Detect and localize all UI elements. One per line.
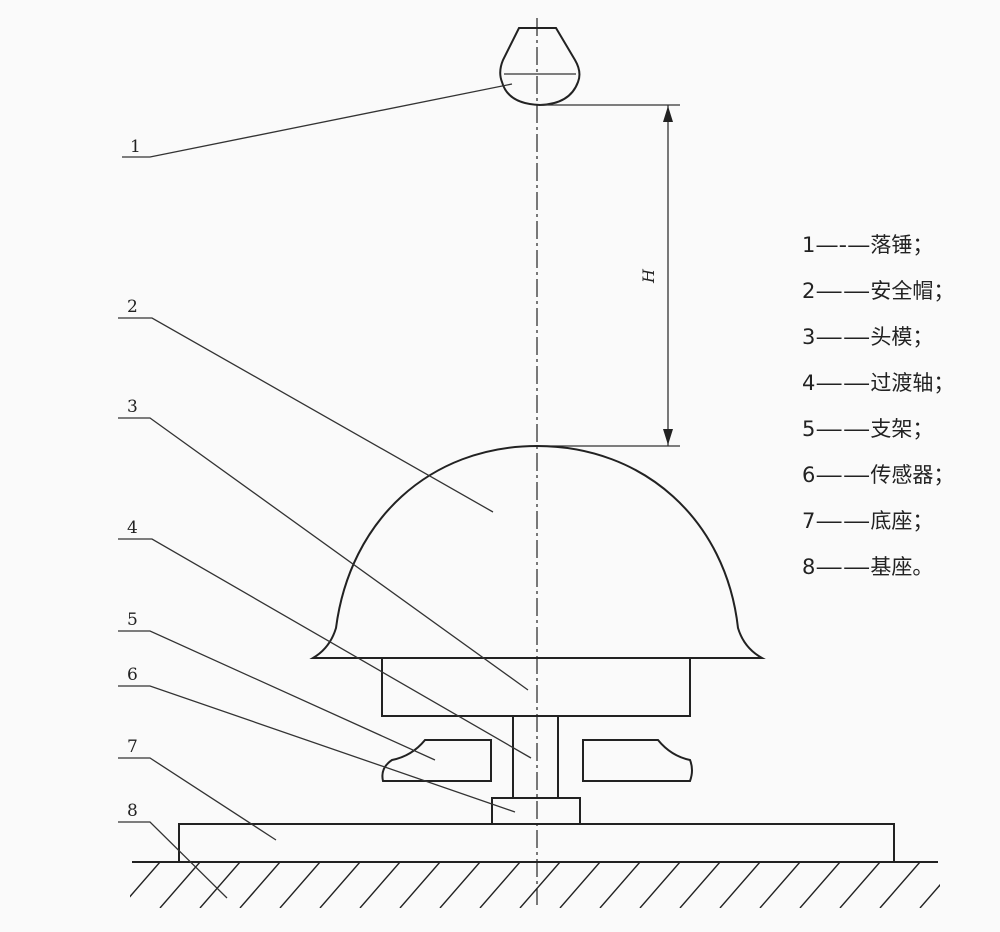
foundation-hatch-line — [359, 862, 401, 908]
legend-item-name: 过渡轴 — [870, 371, 933, 395]
legend: 1—-—落锤；2——安全帽；3——头模；4——过渡轴；5——支架；6——传感器；… — [802, 233, 954, 579]
callout-number-2: 2 — [127, 297, 138, 317]
drop-hammer — [499, 27, 581, 107]
callout-number-5: 5 — [127, 610, 138, 630]
legend-item: 3——头模； — [802, 325, 933, 349]
foundation-hatch-line — [799, 862, 841, 908]
legend-item-name: 头模 — [870, 325, 912, 349]
legend-item-number: 2 — [802, 279, 815, 303]
legend-item-dash: —— — [815, 463, 870, 487]
callout-1-leader — [122, 83, 513, 158]
height-arrow-bottom — [663, 429, 673, 445]
callout-7-leader — [118, 757, 277, 841]
foundation-hatch-line — [759, 862, 801, 908]
callout-number-3: 3 — [127, 397, 138, 417]
legend-item-dash: —— — [815, 509, 870, 533]
callout-leaders — [118, 83, 532, 899]
callout-6-leader — [118, 685, 516, 813]
foundation-hatch-line — [399, 862, 441, 908]
legend-item: 1—-—落锤； — [802, 233, 933, 257]
foundation-hatch-line — [839, 862, 881, 908]
callout-4-leader — [118, 538, 532, 759]
foundation-hatch-line — [479, 862, 521, 908]
legend-item-name: 基座 — [870, 555, 912, 579]
foundation-hatch-line — [159, 862, 201, 908]
legend-item-punct: 。 — [912, 555, 933, 579]
legend-item-name: 底座 — [870, 509, 912, 533]
legend-item-punct: ； — [933, 371, 954, 395]
legend-item-number: 8 — [802, 555, 815, 579]
foundation-hatch-line — [879, 862, 921, 908]
legend-item-punct: ； — [933, 279, 954, 303]
callout-2-leader — [118, 317, 494, 513]
foundation-hatch-line — [519, 862, 561, 908]
foundation-hatch-line — [919, 883, 940, 908]
callout-8-leader — [118, 821, 228, 899]
legend-item-dash: —-— — [815, 233, 870, 257]
legend-item-name: 安全帽 — [870, 279, 933, 303]
legend-item-dash: —— — [815, 325, 870, 349]
callout-number-1: 1 — [130, 137, 141, 157]
callout-number-6: 6 — [127, 665, 138, 685]
legend-item-number: 7 — [802, 509, 815, 533]
legend-item-dash: —— — [815, 555, 870, 579]
foundation-hatch-line — [439, 862, 481, 908]
transition-shaft — [512, 715, 559, 799]
foundation-hatch-line — [559, 862, 601, 908]
foundation-hatch-line — [639, 862, 681, 908]
bracket-left — [381, 739, 492, 782]
foundation-hatch-line — [319, 862, 361, 908]
head-form — [381, 657, 691, 717]
height-label: H — [639, 268, 658, 284]
legend-item-dash: —— — [815, 279, 870, 303]
legend-item-punct: ； — [933, 463, 954, 487]
callout-3-leader — [118, 417, 529, 691]
legend-item-name: 传感器 — [870, 463, 933, 487]
legend-item: 2——安全帽； — [802, 279, 954, 303]
legend-item-punct: ； — [912, 233, 933, 257]
legend-item-name: 支架 — [870, 417, 912, 441]
legend-item-number: 4 — [802, 371, 815, 395]
height-arrow-top — [663, 106, 673, 122]
legend-item: 4——过渡轴； — [802, 371, 954, 395]
foundation-hatch-line — [719, 862, 761, 908]
foundation-hatch-line — [199, 862, 241, 908]
foundation-hatch-line — [679, 862, 721, 908]
safety-helmet — [309, 444, 766, 659]
legend-item-punct: ； — [912, 417, 933, 441]
legend-item-dash: —— — [815, 417, 870, 441]
legend-item-number: 5 — [802, 417, 815, 441]
foundation-hatching — [130, 862, 940, 908]
callout-5-leader — [118, 630, 436, 761]
foundation-hatch-line — [239, 862, 281, 908]
legend-item-number: 3 — [802, 325, 815, 349]
legend-item: 6——传感器； — [802, 463, 954, 487]
legend-item-punct: ； — [912, 509, 933, 533]
legend-item-number: 6 — [802, 463, 815, 487]
legend-item-punct: ； — [912, 325, 933, 349]
legend-item-name: 落锤 — [870, 233, 912, 257]
legend-item-number: 1 — [802, 233, 815, 257]
foundation-hatch-line — [279, 862, 321, 908]
legend-item: 5——支架； — [802, 417, 933, 441]
bracket-right — [582, 739, 693, 782]
legend-item-dash: —— — [815, 371, 870, 395]
legend-item: 7——底座； — [802, 509, 933, 533]
sensor — [491, 797, 581, 825]
callout-number-4: 4 — [127, 518, 138, 538]
callout-number-7: 7 — [127, 737, 138, 757]
foundation-hatch-line — [599, 862, 641, 908]
legend-item: 8——基座。 — [802, 555, 933, 579]
foundation-hatch-line — [130, 862, 161, 898]
callout-number-8: 8 — [127, 801, 138, 821]
